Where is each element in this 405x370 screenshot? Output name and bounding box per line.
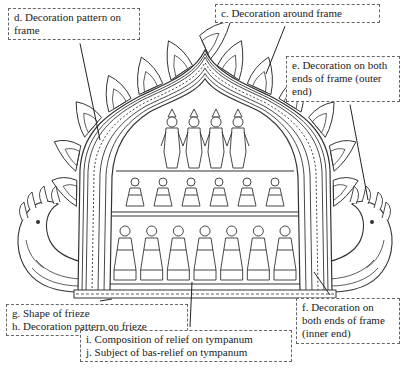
callout-box: i. Composition of relief on tympanumj. S… bbox=[80, 330, 292, 362]
callout-text: f. Decoration on both ends of frame (inn… bbox=[302, 301, 394, 341]
seated-figure bbox=[238, 188, 256, 206]
callout-text: e. Decoration on both ends of frame (out… bbox=[292, 59, 394, 99]
seated-figure bbox=[182, 188, 200, 206]
naga-crest bbox=[27, 192, 36, 210]
flame-petal bbox=[333, 178, 358, 207]
leader-line bbox=[80, 43, 100, 140]
callout-box: f. Decoration on both ends of frame (inn… bbox=[296, 298, 400, 344]
naga-crest bbox=[19, 202, 28, 220]
seated-figure bbox=[210, 188, 228, 206]
seated-figure bbox=[126, 188, 144, 206]
seated-figure bbox=[266, 188, 284, 206]
figure-head bbox=[167, 117, 177, 127]
frame-stripe bbox=[92, 63, 318, 292]
seated-figure bbox=[194, 238, 216, 280]
figure-head bbox=[233, 117, 243, 127]
figure-head bbox=[131, 178, 139, 186]
figure-head bbox=[147, 226, 157, 236]
figure-head bbox=[243, 178, 251, 186]
flame-petal bbox=[329, 141, 355, 172]
standing-figure bbox=[161, 109, 183, 168]
seated-figure bbox=[114, 238, 136, 280]
naga-crest bbox=[374, 192, 383, 210]
figure-head bbox=[253, 226, 263, 236]
register-line bbox=[110, 171, 300, 284]
leader-line bbox=[100, 299, 112, 301]
figure-head bbox=[215, 178, 223, 186]
seated-figure bbox=[154, 188, 172, 206]
callout-text: g. Shape of frieze bbox=[12, 307, 182, 320]
flame-inner bbox=[65, 149, 79, 166]
naga-eye bbox=[36, 220, 40, 224]
callout-box: c. Decoration around frame bbox=[215, 4, 380, 23]
flame-inner bbox=[333, 185, 347, 201]
naga-body bbox=[328, 201, 392, 292]
figure-head bbox=[120, 226, 130, 236]
callout-text: d. Decoration pattern on frame bbox=[14, 11, 134, 37]
figure-head bbox=[159, 178, 167, 186]
leader-line bbox=[190, 282, 192, 327]
callout-box: d. Decoration pattern on frame bbox=[8, 8, 140, 40]
frame-stripe bbox=[104, 73, 306, 292]
seated-figure bbox=[167, 238, 189, 280]
frieze-pattern bbox=[76, 294, 334, 295]
frieze bbox=[74, 290, 336, 298]
frame-stripe bbox=[110, 79, 300, 292]
leader-line bbox=[350, 105, 368, 200]
callout-text: j. Subject of bas-relief on tympanum bbox=[86, 346, 286, 359]
flame-inner bbox=[63, 185, 77, 201]
naga-body bbox=[18, 201, 82, 292]
callout-text: i. Composition of relief on tympanum bbox=[86, 333, 286, 346]
naga-eye bbox=[370, 220, 374, 224]
callout-text: c. Decoration around frame bbox=[221, 7, 374, 20]
naga-crest bbox=[51, 186, 60, 204]
figure-head bbox=[173, 226, 183, 236]
standing-figure bbox=[205, 109, 227, 168]
seated-figure bbox=[141, 238, 163, 280]
figure-head bbox=[189, 117, 199, 127]
leader-line bbox=[314, 272, 330, 295]
naga-scales bbox=[330, 240, 384, 286]
frame-stripe bbox=[98, 68, 312, 292]
figure-head bbox=[280, 226, 290, 236]
flame-petal bbox=[52, 178, 77, 207]
flame-petal bbox=[54, 140, 80, 171]
naga-scales bbox=[26, 240, 80, 286]
flame-inner bbox=[330, 149, 344, 166]
seated-figure bbox=[274, 238, 296, 280]
figure-head bbox=[200, 226, 210, 236]
standing-figure bbox=[183, 109, 205, 168]
tympanum-relief bbox=[110, 109, 300, 284]
naga-crest bbox=[382, 202, 391, 220]
naga-crest bbox=[350, 186, 359, 204]
seated-figure bbox=[221, 238, 243, 280]
standing-figure bbox=[227, 109, 249, 168]
seated-figure bbox=[247, 238, 269, 280]
callout-box: e. Decoration on both ends of frame (out… bbox=[286, 56, 400, 102]
naga-crest bbox=[39, 186, 48, 204]
figure-head bbox=[211, 117, 221, 127]
leader-line bbox=[266, 26, 285, 74]
figure-head bbox=[227, 226, 237, 236]
figure-head bbox=[271, 178, 279, 186]
figure-head bbox=[187, 178, 195, 186]
